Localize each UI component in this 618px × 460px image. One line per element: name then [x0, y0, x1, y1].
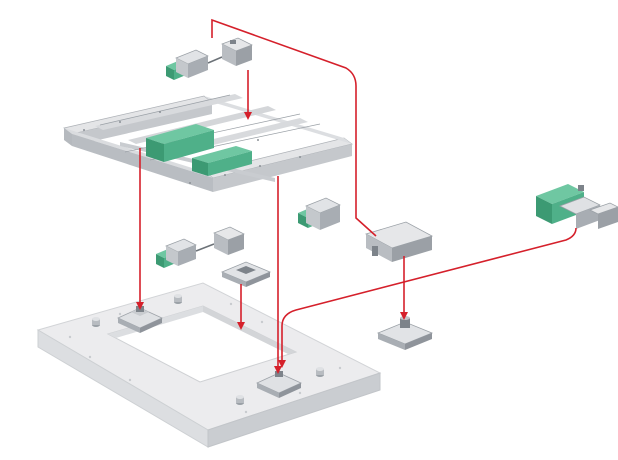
pallet-frame — [63, 94, 353, 192]
plate-receiver-right — [256, 371, 302, 398]
plate-receiver-left — [117, 306, 163, 333]
base-plate-front-right — [207, 372, 381, 448]
green-module-left — [146, 124, 214, 162]
center-clamp-module — [298, 197, 341, 230]
arrow-top-to-control — [211, 18, 377, 237]
arrow-right-unit-to-plate — [278, 227, 577, 368]
locating-pins — [92, 294, 324, 405]
flow-arrows — [136, 18, 577, 374]
mid-clamp-module — [156, 226, 245, 268]
standalone-receiver — [376, 316, 434, 350]
base-plate — [36, 282, 382, 448]
control-unit — [364, 221, 434, 262]
floating-receiver — [220, 261, 272, 287]
top-clamp-module — [166, 37, 253, 80]
green-module-right — [192, 146, 252, 176]
right-control-unit — [536, 184, 618, 229]
